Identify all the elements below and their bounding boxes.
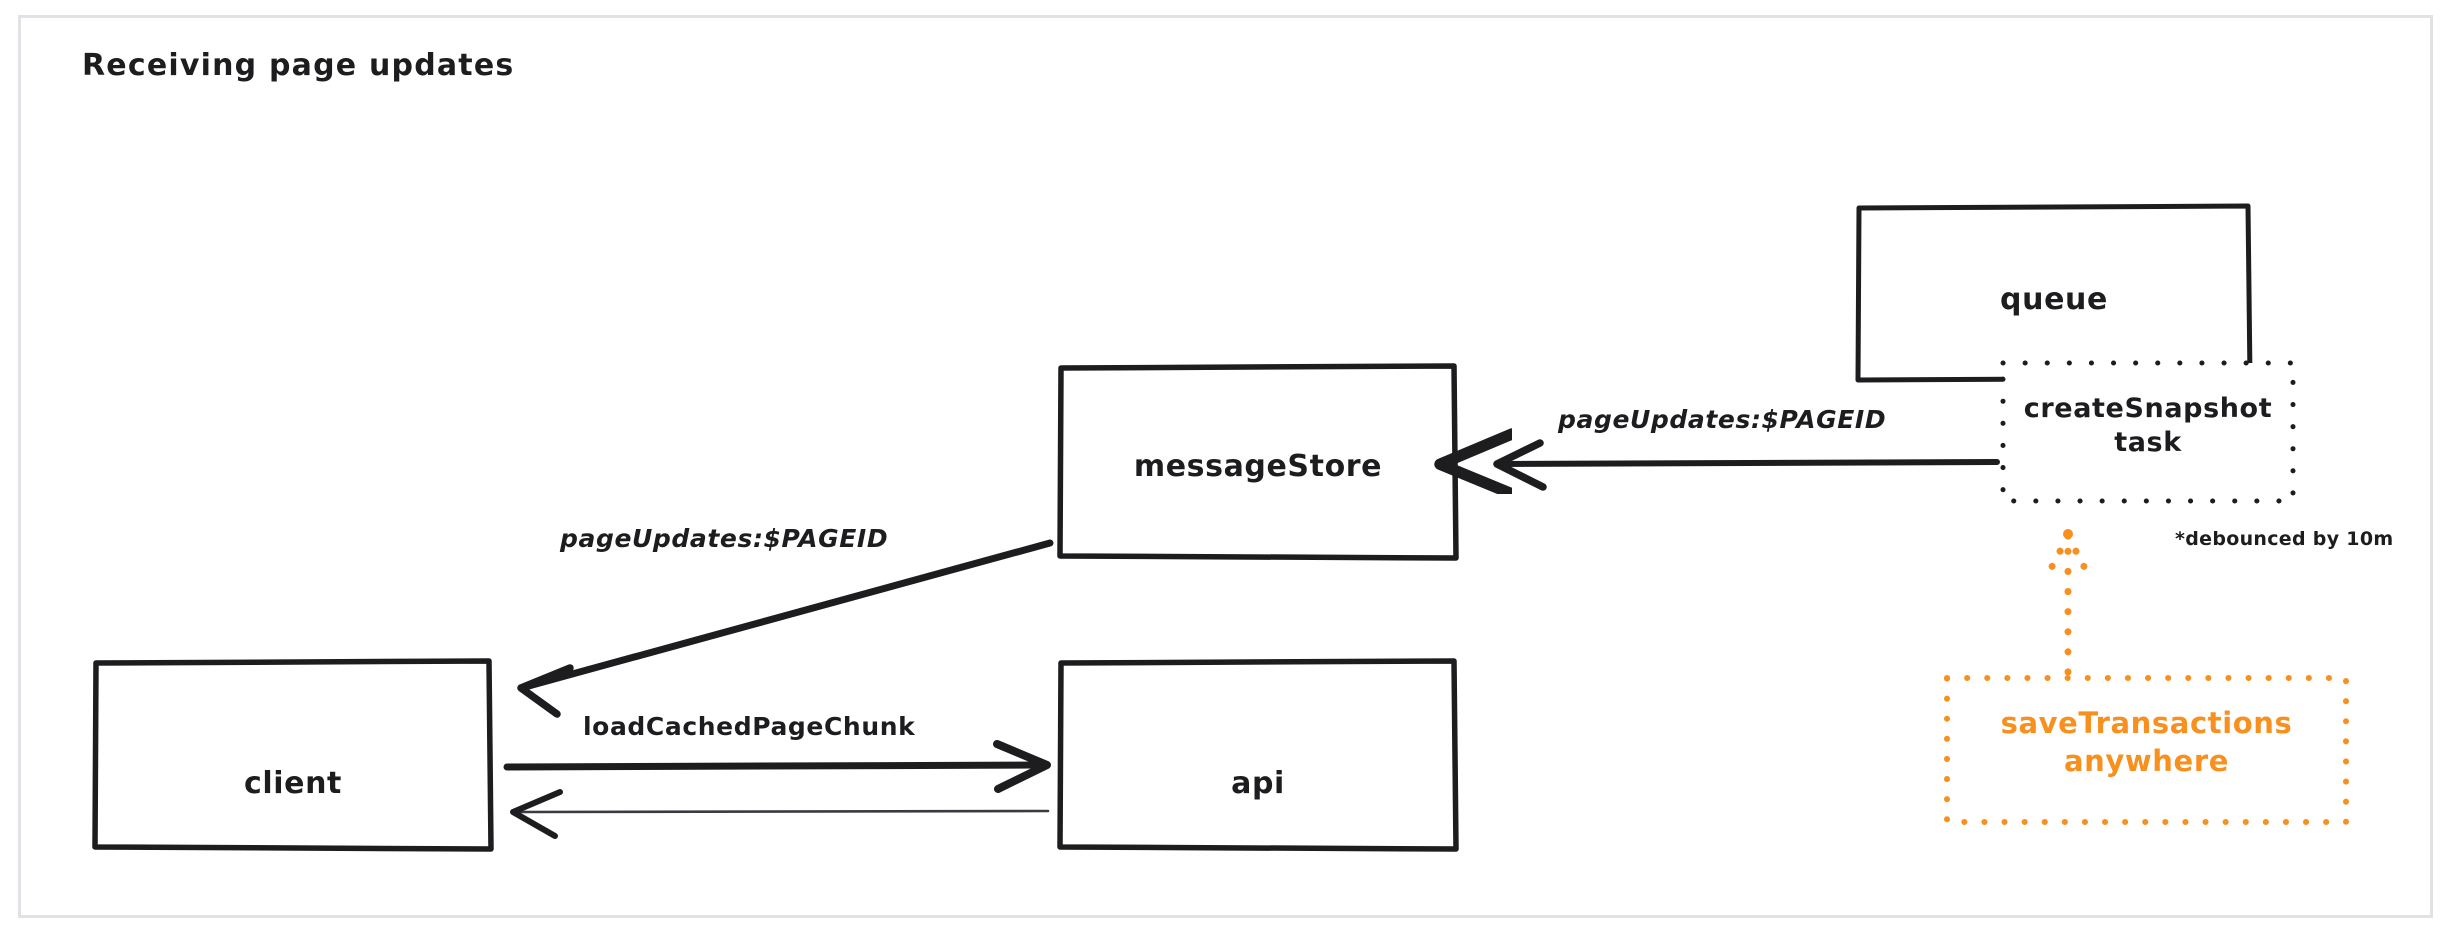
node-queue-label: queue bbox=[2000, 282, 2108, 317]
node-client-label: client bbox=[244, 766, 342, 801]
edge-label-task-to-messagestore: pageUpdates:$PAGEID bbox=[1558, 405, 1887, 434]
page-title: Receiving page updates bbox=[82, 48, 515, 83]
edge-label-client-to-api: loadCachedPageChunk bbox=[583, 712, 916, 741]
annotation-debounce-note: *debounced by 10m bbox=[2175, 528, 2394, 550]
edge-label-messagestore-to-client: pageUpdates:$PAGEID bbox=[560, 524, 889, 553]
node-savetransactions-label: saveTransactions anywhere bbox=[2000, 706, 2293, 778]
node-createsnapshot-task-label: createSnapshot task bbox=[2023, 393, 2273, 458]
node-messagestore-label: messageStore bbox=[1133, 449, 1383, 484]
node-api-label: api bbox=[1231, 766, 1285, 801]
